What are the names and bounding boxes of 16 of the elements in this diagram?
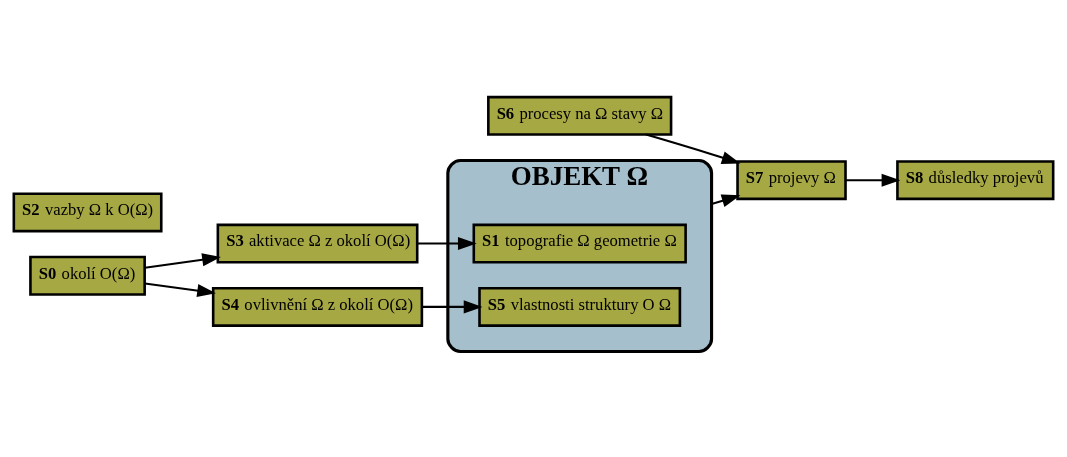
node-box: S7 projevy Ω <box>736 160 847 201</box>
node-box: S3 aktivace Ω z okolí O(Ω) <box>216 223 419 264</box>
arrow <box>845 173 901 187</box>
node-box: S6 procesy na Ω stavy Ω <box>487 95 673 136</box>
arrow <box>422 300 483 314</box>
node-box: S2 vazby Ω k O(Ω) <box>12 192 163 233</box>
node-box: S1 topografie Ω geometrie Ω <box>472 223 687 264</box>
node-box: S8 důsledky projevů <box>896 160 1055 201</box>
arrow <box>711 194 741 207</box>
node-box: S4 ovlivnění Ω z okolí O(Ω) <box>211 286 424 327</box>
arrow <box>144 282 216 298</box>
node-box: S5 vlastnosti struktury O Ω <box>478 286 682 327</box>
arrow <box>417 237 477 251</box>
node-box: S0 okolí O(Ω) <box>29 255 146 296</box>
arrow <box>645 133 741 164</box>
arrow <box>144 253 221 269</box>
